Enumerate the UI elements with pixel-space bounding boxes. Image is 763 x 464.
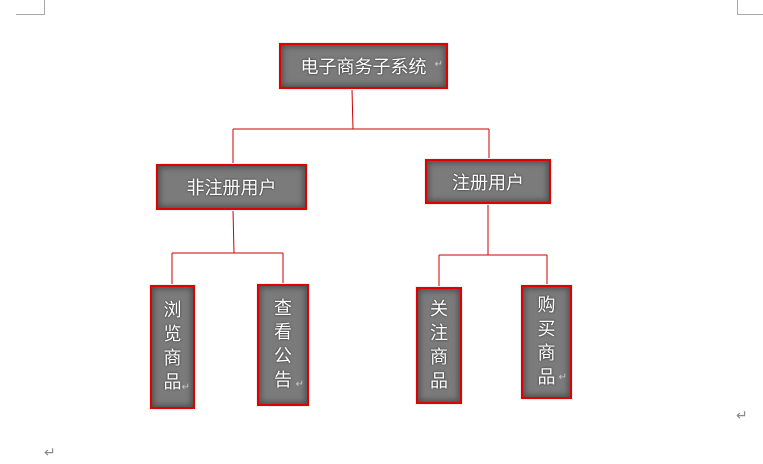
paragraph-mark: ↵ (295, 379, 304, 390)
paragraph-mark: ↵ (434, 59, 443, 70)
leaf-node-view-announcements: 查看公告 ↵ (257, 284, 309, 406)
paragraph-mark-right: ↵ (736, 408, 748, 424)
leaf-node-label: 购买商品 (537, 295, 556, 388)
root-node-label: 电子商务子系统 (300, 57, 427, 78)
connector-group-1-down (232, 209, 235, 254)
leaf-node-label: 查看公告 (274, 298, 292, 391)
paragraph-mark: ↵ (181, 382, 190, 393)
leaf-node-label: 关注商品 (430, 298, 448, 392)
paragraph-mark: ↵ (558, 372, 567, 383)
leaf-node-follow-products: 关注商品 (416, 287, 462, 404)
paragraph-mark-bottom-left: ↵ (44, 445, 56, 461)
leaf-node-label: 浏览商品 (163, 300, 182, 393)
group-node-label: 非注册用户 (186, 178, 277, 199)
group-node-label: 注册用户 (452, 172, 524, 194)
group-node-registered: 注册用户 (425, 159, 551, 204)
leaf-node-buy-products: 购买商品 ↵ (521, 285, 572, 399)
root-node: 电子商务子系统 ↵ (279, 43, 448, 89)
group-node-unregistered: 非注册用户 (156, 164, 307, 210)
page-corner-top-right (737, 0, 763, 15)
page-corner-top-left (16, 0, 45, 15)
connector-root-down (351, 88, 354, 130)
leaf-node-browse-products: 浏览商品 ↵ (150, 285, 195, 409)
